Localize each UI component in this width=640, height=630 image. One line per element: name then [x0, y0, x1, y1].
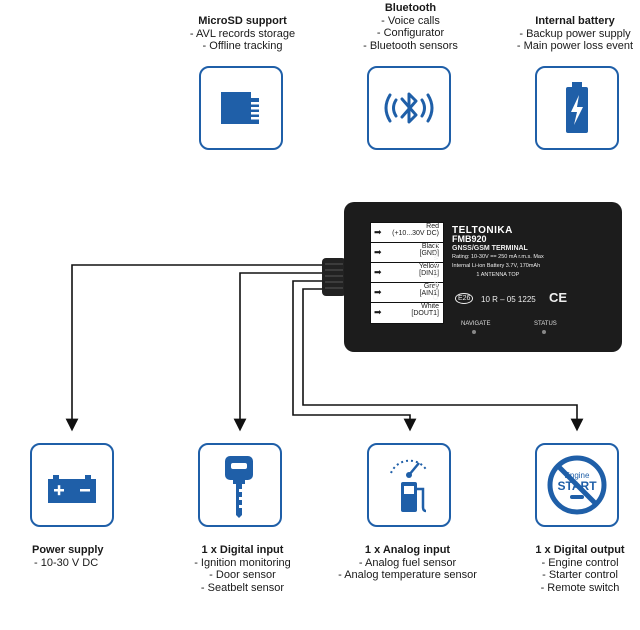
wire-row-black: ➡ Black [GND] — [371, 243, 443, 263]
microsd-icon — [221, 92, 259, 124]
car-battery-icon — [48, 475, 96, 503]
feature-line: - Offline tracking — [202, 40, 283, 52]
car-battery-icon-box — [30, 443, 114, 527]
feature-title: Bluetooth — [384, 2, 437, 14]
wire-color: Red — [426, 223, 439, 230]
cable-grommet — [322, 258, 346, 296]
device-subtitle: GNSS/GSM TERMINAL — [452, 245, 528, 252]
feature-line: - Ignition monitoring — [194, 556, 291, 569]
wire-color: Black — [421, 243, 439, 250]
bluetooth-icon — [384, 92, 434, 124]
wire-color-label: ➡ Red (+10...30V DC) ➡ Black [GND] ➡ Yel… — [370, 222, 444, 324]
ignition-key-icon-box — [198, 443, 282, 527]
feature-line: - Voice calls — [381, 14, 440, 27]
arrow-icon: ➡ — [374, 287, 382, 297]
fuel-gauge-icon-box — [367, 443, 451, 527]
feature-line: - Main power loss event — [516, 40, 634, 52]
wire-signal: [DOUT1] — [411, 310, 439, 317]
battery-icon-box — [535, 66, 619, 150]
feature-line: - Door sensor — [209, 569, 276, 581]
brand-logo: TELTONIKA — [452, 225, 513, 236]
wire-color: Grey — [423, 283, 439, 290]
feature-analog-input: 1 x Analog input - Analog fuel sensor - … — [325, 544, 490, 582]
feature-line: - AVL records storage — [189, 27, 296, 40]
feature-line: - Remote switch — [540, 581, 620, 594]
navigate-led — [472, 330, 476, 334]
feature-line: - Analog fuel sensor — [358, 556, 457, 569]
device-model: FMB920 — [452, 234, 487, 244]
feature-line: - Backup power supply — [519, 27, 631, 40]
feature-title: Internal battery — [535, 15, 615, 27]
wire-color: White — [421, 303, 439, 310]
feature-line: - Seatbelt sensor — [200, 581, 285, 594]
wire-analog-input — [292, 280, 417, 432]
feature-microsd: MicroSD support - AVL records storage - … — [170, 15, 315, 53]
device-battery: Internal Li-ion Battery 3.7V, 170mAh — [452, 263, 541, 269]
wire-row-white: ➡ White [DOUT1] — [371, 303, 443, 323]
cable-color-heading: Cable color wires — [431, 242, 440, 300]
status-led — [542, 330, 546, 334]
wire-power — [65, 264, 344, 432]
led-navigate-label: NAVIGATE — [461, 321, 491, 327]
feature-title: Power supply — [32, 544, 104, 556]
svg-text:Engine: Engine — [565, 471, 590, 480]
feature-title: MicroSD support — [198, 15, 287, 27]
wire-digital-input — [233, 272, 344, 432]
ce-mark: CE — [549, 290, 568, 305]
wire-signal: [AIN1] — [419, 290, 439, 297]
svg-text:START: START — [557, 479, 597, 493]
engine-start-icon-box: Engine START — [535, 443, 619, 527]
feature-internal-battery: Internal battery - Backup power supply -… — [505, 15, 640, 53]
wire-digital-output — [302, 288, 584, 432]
fuel-gauge-icon — [390, 459, 428, 513]
feature-title: 1 x Digital input — [201, 544, 284, 556]
wire-signal: (+10...30V DC) — [392, 230, 439, 237]
device-rating: Rating: 10-30V == 250 mA r.m.s. Max — [452, 254, 544, 260]
device-info-panel: TELTONIKA FMB920 GNSS/GSM TERMINAL Ratin… — [452, 226, 544, 280]
wire-row-yellow: ➡ Yellow [DIN1] — [371, 263, 443, 283]
ignition-key-icon — [225, 456, 253, 518]
microsd-icon-box — [199, 66, 283, 150]
feature-line: - Configurator — [376, 27, 445, 39]
feature-digital-input: 1 x Digital input - Ignition monitoring … — [170, 544, 315, 594]
feature-title: 1 x Digital output — [535, 544, 625, 556]
wire-color: Yellow — [419, 263, 439, 270]
feature-line: - Engine control — [541, 556, 619, 569]
certification-number: 10 R – 05 1225 — [481, 295, 536, 304]
wire-signal: [DIN1] — [419, 270, 439, 277]
arrow-icon: ➡ — [374, 267, 382, 277]
feature-line: - 10-30 V DC — [34, 556, 99, 569]
led-status-label: STATUS — [534, 321, 557, 327]
feature-line: - Bluetooth sensors — [363, 39, 458, 52]
arrow-icon: ➡ — [374, 247, 382, 257]
feature-title: 1 x Analog input — [364, 544, 451, 556]
wire-row-grey: ➡ Grey [AIN1] — [371, 283, 443, 303]
feature-bluetooth: Bluetooth - Voice calls - Configurator -… — [338, 2, 483, 52]
arrow-icon: ➡ — [374, 227, 382, 237]
wire-row-red: ➡ Red (+10...30V DC) — [371, 223, 443, 243]
engine-start-blocked-icon: Engine START — [547, 455, 607, 515]
bluetooth-icon-box — [367, 66, 451, 150]
feature-line: - Starter control — [542, 569, 618, 581]
device-antenna: 1 ANTENNA TOP — [476, 272, 520, 278]
arrow-icon: ➡ — [374, 307, 382, 317]
feature-line: - Analog temperature sensor — [338, 569, 477, 581]
feature-power-supply: Power supply - 10-30 V DC — [10, 544, 130, 569]
wire-signal: [GND] — [419, 250, 439, 257]
battery-icon — [566, 82, 588, 133]
e-mark-badge: E26 — [455, 293, 474, 304]
feature-digital-output: 1 x Digital output - Engine control - St… — [515, 544, 640, 594]
